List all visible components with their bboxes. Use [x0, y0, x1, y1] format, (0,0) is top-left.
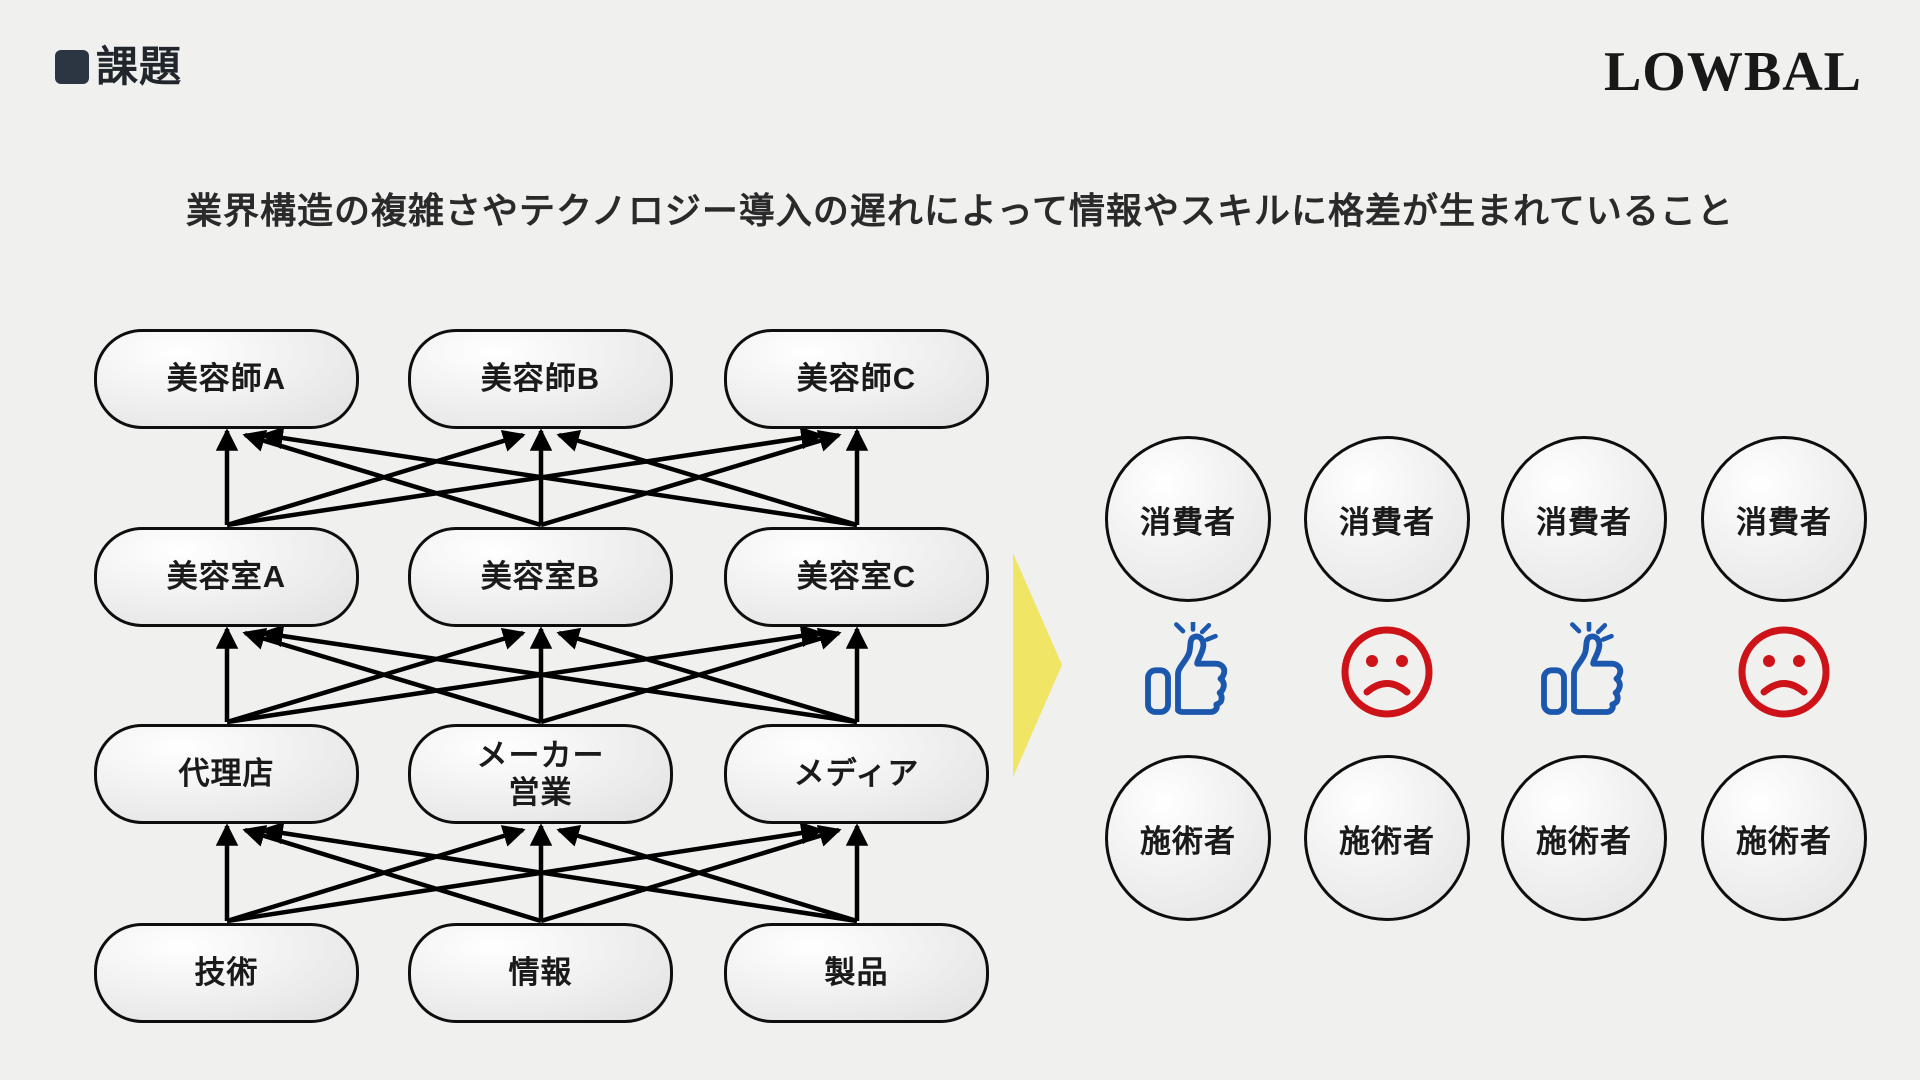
slide-subtitle: 業界構造の複雑さやテクノロジー導入の遅れによって情報やスキルに格差が生まれている… [186, 190, 1734, 231]
arrow-line [226, 821, 824, 924]
arrow-line [540, 429, 842, 528]
arrow-line [242, 825, 542, 924]
flow-arrow-right [1013, 553, 1062, 777]
diagram-node: 製品 [724, 923, 989, 1023]
arrow-line [260, 426, 858, 528]
arrow-line [226, 627, 526, 725]
page-title: 課題 [55, 46, 182, 88]
thumbs-up-icon [1145, 619, 1228, 715]
sentiment-icon [1734, 622, 1834, 722]
arrow-line [540, 627, 842, 725]
arrow-line [540, 825, 842, 924]
diagram-node: 美容師C [724, 329, 989, 429]
diagram-node: 美容室B [408, 527, 673, 627]
sentiment-icon [1337, 622, 1437, 722]
diagram-node: 美容師B [408, 329, 673, 429]
arrow-line [260, 821, 858, 924]
arrow-line [556, 429, 858, 528]
arrow-line [260, 624, 858, 725]
arrow-line [226, 426, 824, 528]
page-title-label: 課題 [96, 43, 183, 90]
consumer-circle: 消費者 [1501, 436, 1667, 602]
consumer-circle: 消費者 [1105, 436, 1271, 602]
diagram-node: 情報 [408, 923, 673, 1023]
arrow-line [556, 627, 858, 725]
diagram-node: 技術 [94, 923, 359, 1023]
sad-face-icon [1738, 626, 1830, 718]
arrow-line [226, 624, 824, 725]
diagram-node: メディア [724, 724, 989, 824]
title-square-icon [55, 50, 89, 84]
arrow-line [226, 825, 526, 924]
sad-face-icon [1341, 626, 1433, 718]
arrow-line [556, 825, 858, 924]
diagram-node: メーカー 営業 [408, 724, 673, 824]
practitioner-circle: 施術者 [1105, 755, 1271, 921]
thumbs-up-icon [1541, 619, 1624, 715]
brand-logo: LOWBAL [1603, 41, 1862, 103]
practitioner-circle: 施術者 [1304, 755, 1470, 921]
consumer-circle: 消費者 [1701, 436, 1867, 602]
practitioner-circle: 施術者 [1701, 755, 1867, 921]
diagram-node: 美容室C [724, 527, 989, 627]
arrow-line [226, 429, 526, 528]
arrow-line [242, 429, 542, 528]
diagram-node: 代理店 [94, 724, 359, 824]
consumer-circle: 消費者 [1304, 436, 1470, 602]
practitioner-circle: 施術者 [1501, 755, 1667, 921]
sentiment-icon [1534, 619, 1634, 722]
diagram-node: 美容師A [94, 329, 359, 429]
arrow-line [242, 627, 542, 725]
sentiment-icon [1138, 619, 1238, 722]
diagram-node: 美容室A [94, 527, 359, 627]
